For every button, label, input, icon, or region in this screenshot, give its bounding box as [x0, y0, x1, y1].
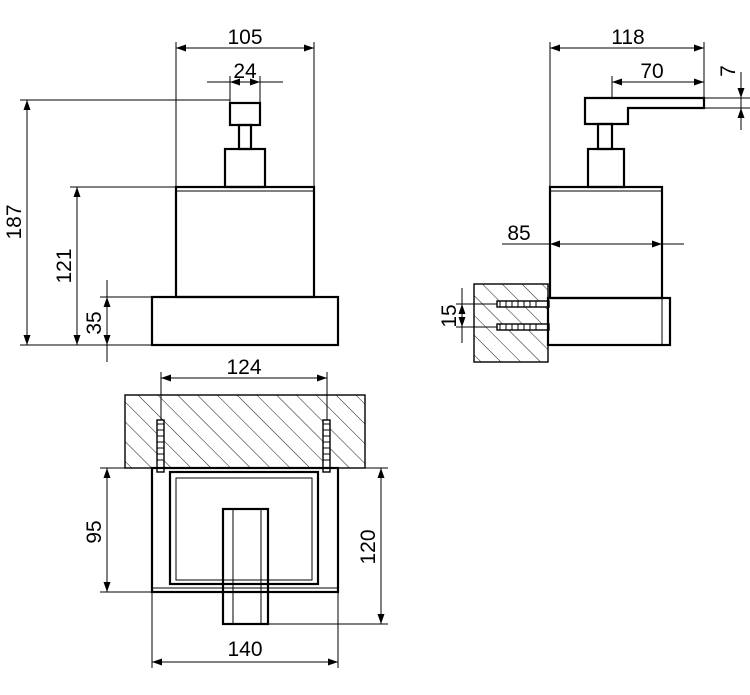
- anchor-bolt-upper: [496, 300, 550, 308]
- dim-top-depth-total: 120: [357, 529, 380, 564]
- front-view: 105 24 187 121 35: [3, 26, 340, 362]
- dim-side-spout-length: 70: [640, 60, 663, 83]
- anchor-bolt-right: [322, 419, 331, 473]
- dim-top-depth-body: 95: [83, 520, 106, 543]
- side-body: [548, 185, 664, 300]
- dim-side-body-depth: 85: [507, 222, 530, 245]
- anchor-bolt-left: [156, 419, 165, 473]
- pump-stem: [237, 123, 253, 151]
- dim-side-depth-total: 118: [611, 26, 644, 49]
- dim-top-anchor-spacing: 124: [226, 356, 261, 379]
- dim-front-height-base: 35: [83, 311, 106, 334]
- top-view: 124 95 120 140: [83, 356, 388, 668]
- anchor-bolt-lower: [496, 323, 550, 331]
- side-neck: [586, 147, 626, 189]
- pump-cap: [228, 101, 262, 127]
- dim-front-height-body: 121: [53, 248, 76, 283]
- dim-top-width-total: 140: [227, 638, 262, 661]
- top-container-outer: [168, 470, 320, 586]
- dim-side-spout-height: 7: [717, 65, 740, 77]
- container-body: [174, 185, 316, 299]
- wall-section-side: [473, 283, 549, 363]
- side-base: [546, 296, 672, 347]
- top-container-inner: [175, 477, 313, 581]
- top-lever-inner: [232, 508, 262, 625]
- pump-neck: [223, 147, 267, 189]
- side-view: 118 70 7 85 15: [438, 26, 750, 363]
- side-spout: [583, 96, 706, 126]
- side-stem: [596, 122, 614, 151]
- dim-front-pump-width: 24: [233, 60, 257, 83]
- dim-front-height-total: 187: [3, 204, 26, 239]
- top-base-plate: [150, 466, 340, 594]
- dim-side-anchor-spacing: 15: [438, 304, 461, 327]
- dim-front-width-total: 105: [227, 26, 262, 49]
- base-block: [150, 295, 340, 347]
